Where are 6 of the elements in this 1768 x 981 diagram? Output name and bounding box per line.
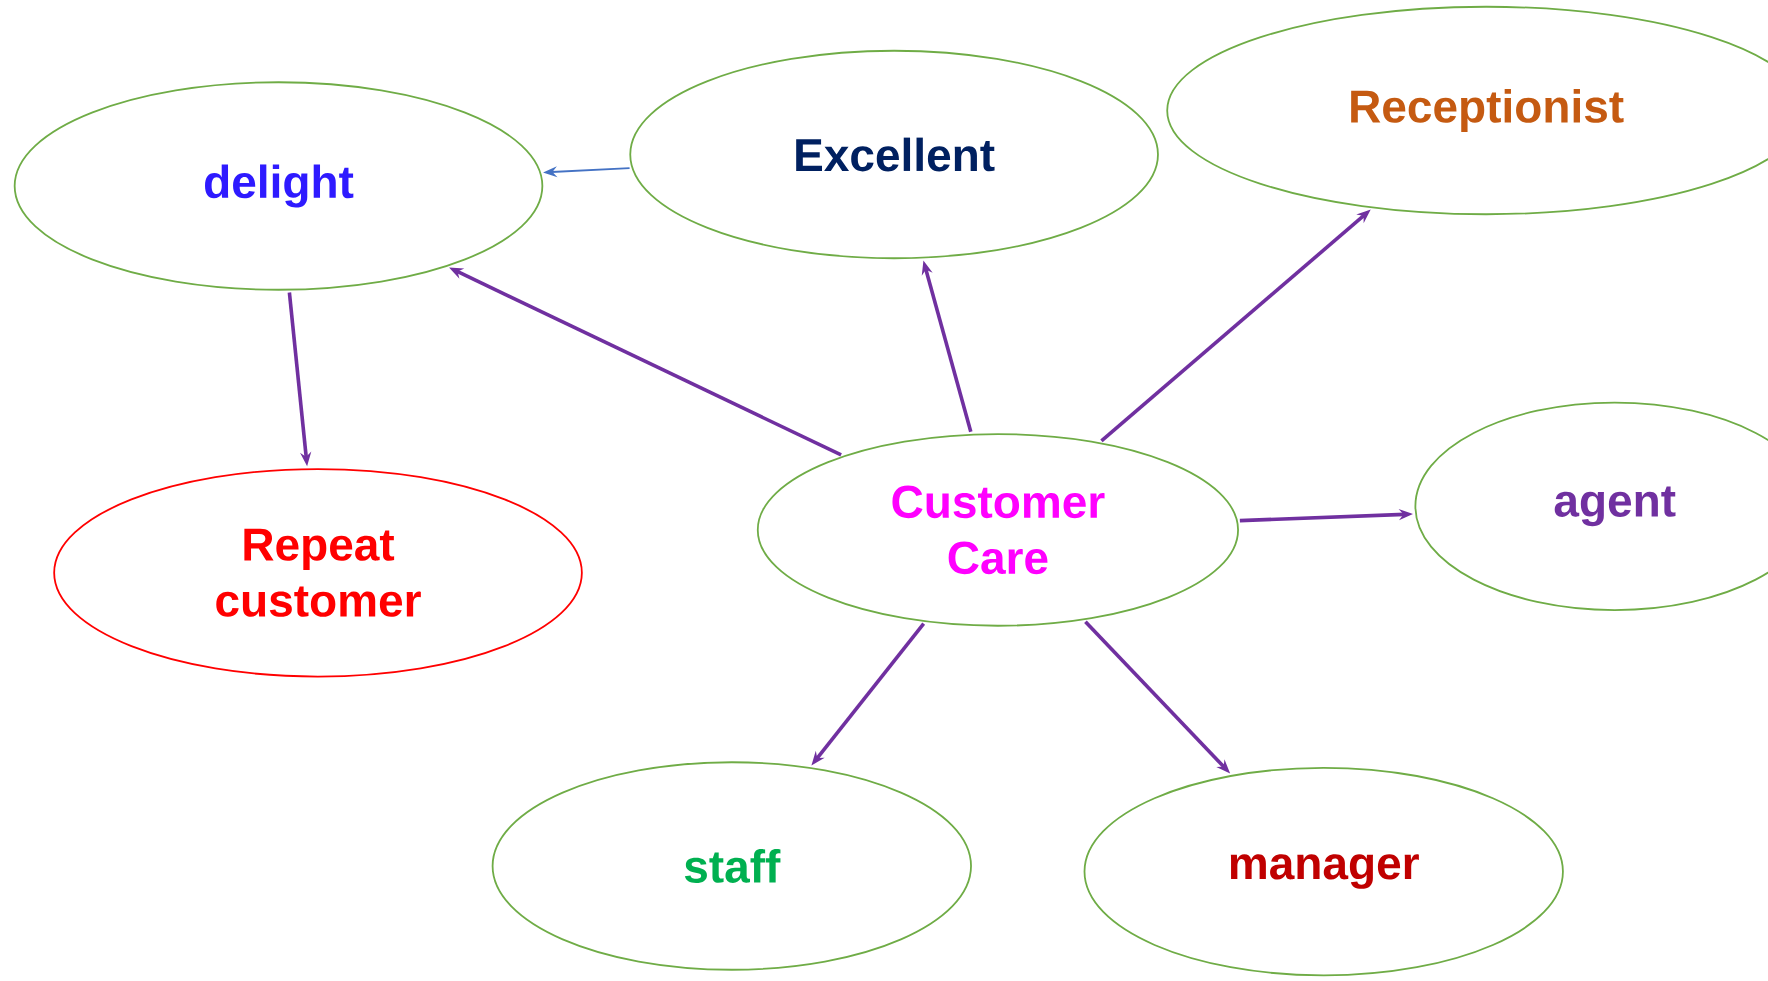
ellipse-node: Repeat customer xyxy=(53,468,583,678)
ellipse-node: delight xyxy=(13,81,544,291)
ellipse-node: manager xyxy=(1083,766,1564,977)
ellipse-node: Excellent xyxy=(629,49,1159,260)
ellipse-node: staff xyxy=(491,761,972,971)
ellipse-node: Customer Care xyxy=(756,433,1239,627)
